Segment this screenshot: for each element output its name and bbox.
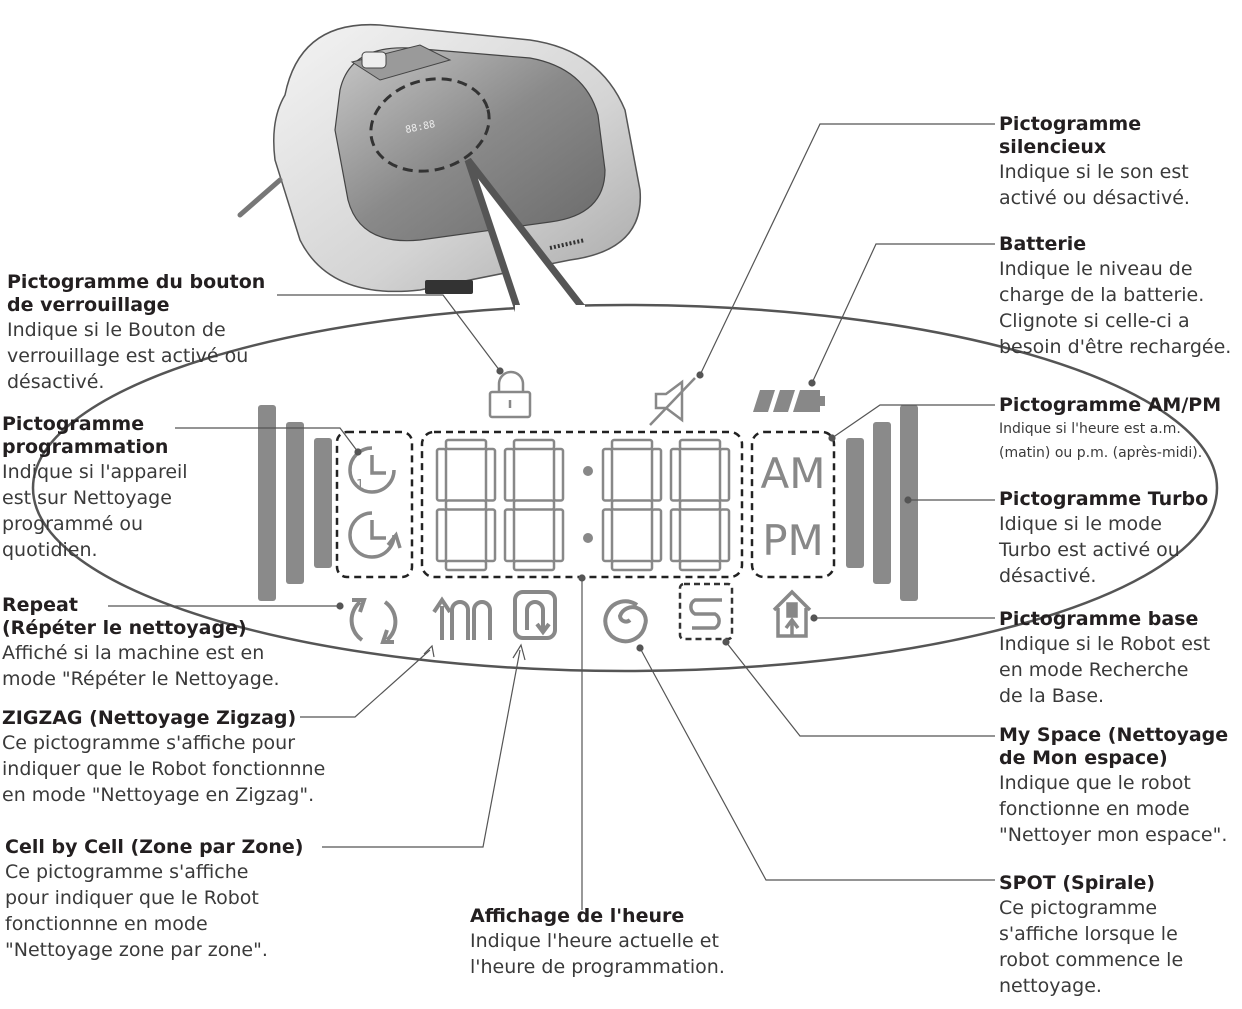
cell-icon [513, 590, 557, 640]
colon-dot-top [583, 466, 593, 476]
digit-3-segment-3 [610, 559, 654, 572]
label-lock-desc: Indique si le Bouton de verrouillage est… [7, 319, 249, 393]
pm-label: PM [762, 516, 824, 565]
digit-1-segment-2 [444, 499, 488, 511]
spiral-icon [603, 599, 648, 644]
digit-3-segment-1 [610, 438, 654, 451]
digit-1-segment-3 [444, 559, 488, 572]
timer-box [335, 430, 414, 579]
digit-2-segment-1 [512, 438, 556, 451]
label-lock: Pictogramme du bouton de verrouillage In… [7, 271, 297, 395]
zigzag-icon [432, 596, 492, 640]
home-icon [772, 589, 812, 638]
time-digits [435, 438, 731, 572]
digit-3-segment-4 [601, 447, 614, 502]
label-base-desc: Indique si le Robot est en mode Recherch… [999, 633, 1211, 707]
label-spot-title: SPOT (Spirale) [999, 872, 1156, 894]
label-spot-desc: Ce pictogramme s'affiche lorsque le robo… [999, 897, 1184, 997]
label-programming-desc: Indique si l'appareil est sur Nettoyage … [2, 461, 188, 561]
label-time: Affichage de l'heure Indique l'heure act… [470, 905, 790, 980]
label-time-desc: Indique l'heure actuelle et l'heure de p… [470, 930, 725, 978]
digit-4-segment-3 [678, 559, 722, 572]
digit-2-segment-7 [552, 508, 565, 563]
digit-4-segment-5 [718, 447, 731, 502]
label-zigzag-title: ZIGZAG (Nettoyage Zigzag) [2, 707, 297, 729]
label-silent: Pictogramme silencieux Indique si le son… [999, 113, 1239, 211]
digit-2-segment-3 [512, 559, 556, 572]
digit-3-segment-6 [601, 508, 614, 563]
label-repeat: Repeat (Répéter le nettoyage) Affiché si… [2, 594, 322, 692]
label-ampm: Pictogramme AM/PM Indique si l'heure est… [999, 394, 1239, 465]
digit-4-segment-2 [678, 499, 722, 511]
label-ampm-desc: Indique si l'heure est a.m. (matin) ou p… [999, 421, 1203, 461]
label-turbo-title: Pictogramme Turbo [999, 488, 1209, 510]
digit-4-segment-1 [678, 438, 722, 451]
label-cell-title: Cell by Cell (Zone par Zone) [5, 836, 304, 858]
label-myspace-title: My Space (Nettoyage de Mon espace) [999, 724, 1229, 769]
digit-3-segment-2 [610, 499, 654, 511]
label-time-title: Affichage de l'heure [470, 905, 685, 927]
label-repeat-title: Repeat (Répéter le nettoyage) [2, 594, 247, 639]
digit-2-segment-6 [503, 508, 516, 563]
turbo-bars-left [258, 405, 332, 601]
ampm-box [750, 430, 836, 579]
label-base: Pictogramme base Indique si le Robot est… [999, 608, 1239, 709]
digit-4-segment-6 [669, 508, 682, 563]
digit-3-segment-7 [650, 508, 663, 563]
clock-icon: 1 [348, 446, 402, 559]
colon-dot-bottom [583, 533, 593, 543]
digit-2-segment-4 [503, 447, 516, 502]
label-base-title: Pictogramme base [999, 608, 1199, 630]
svg-text:1: 1 [356, 478, 364, 493]
label-cell-desc: Ce pictogramme s'affiche pour indiquer q… [5, 861, 268, 961]
digit-1-segment-4 [435, 447, 448, 502]
digit-1-segment-6 [435, 508, 448, 563]
label-zigzag: ZIGZAG (Nettoyage Zigzag) Ce pictogramme… [2, 707, 347, 808]
label-myspace: My Space (Nettoyage de Mon espace) Indiq… [999, 724, 1239, 848]
digit-1-segment-1 [444, 438, 488, 451]
time-box [420, 430, 744, 579]
digit-4-segment-4 [669, 447, 682, 502]
label-programming: Pictogramme programmation Indique si l'a… [2, 413, 202, 563]
label-silent-desc: Indique si le son est activé ou désactiv… [999, 161, 1190, 209]
label-battery: Batterie Indique le niveau de charge de … [999, 233, 1239, 360]
digit-2-segment-5 [552, 447, 565, 502]
label-spot: SPOT (Spirale) Ce pictogramme s'affiche … [999, 872, 1239, 999]
repeat-icon [349, 598, 398, 644]
robot-vacuum: 88:88 [237, 23, 642, 294]
label-programming-title: Pictogramme programmation [2, 413, 169, 458]
turbo-bars-right [846, 405, 918, 601]
label-cell: Cell by Cell (Zone par Zone) Ce pictogra… [5, 836, 325, 963]
label-turbo-desc: Idique si le mode Turbo est activé ou dé… [999, 513, 1180, 587]
display-bubble [31, 157, 1219, 673]
label-zigzag-desc: Ce pictogramme s'affiche pour indiquer q… [2, 732, 326, 806]
label-lock-title: Pictogramme du bouton de verrouillage [7, 271, 266, 316]
leader-lines [108, 123, 995, 910]
mute-icon [649, 377, 696, 426]
myspace-icon [678, 582, 734, 641]
digit-4-segment-7 [718, 508, 731, 563]
battery-icon [753, 390, 825, 412]
digit-2-segment-2 [512, 499, 556, 511]
lock-icon [488, 370, 532, 419]
label-battery-desc: Indique le niveau de charge de la batter… [999, 258, 1232, 358]
digit-1-segment-5 [484, 447, 497, 502]
label-silent-title: Pictogramme silencieux [999, 113, 1142, 158]
digit-3-segment-5 [650, 447, 663, 502]
label-myspace-desc: Indique que le robot fonctionne en mode … [999, 772, 1228, 846]
digit-1-segment-7 [484, 508, 497, 563]
label-battery-title: Batterie [999, 233, 1087, 255]
label-turbo: Pictogramme Turbo Idique si le mode Turb… [999, 488, 1239, 589]
am-label: AM [761, 449, 826, 498]
label-repeat-desc: Affiché si la machine est en mode "Répét… [2, 642, 280, 690]
label-ampm-title: Pictogramme AM/PM [999, 394, 1222, 416]
